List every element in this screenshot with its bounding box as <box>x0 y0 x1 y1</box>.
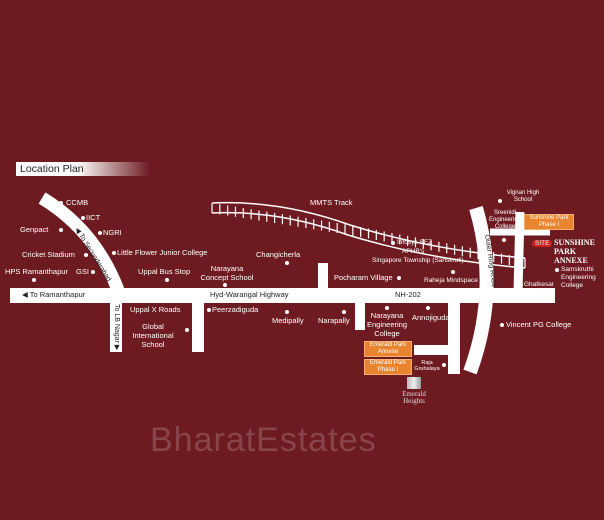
place-pocharam: Pocharam Village <box>334 273 393 282</box>
place-raheja: Raheja Mindspace SEZ <box>424 277 493 284</box>
place-dot-icon <box>519 283 523 287</box>
place-uppal-x: Uppal X Roads <box>130 305 181 314</box>
place-dot-icon <box>32 278 36 282</box>
place-dot-icon <box>223 283 227 287</box>
place-peerzadiguda: Peerzadiguda <box>212 305 259 314</box>
mmts-label: MMTS Track <box>310 198 353 207</box>
place-dot-icon <box>555 268 559 272</box>
place-ccmb: CCMB <box>66 198 89 207</box>
ghatkesar-road <box>513 211 525 293</box>
place-dot-icon <box>59 201 63 205</box>
place-sreenidi: Sreenidi Engineering College <box>488 210 522 230</box>
secunderabad-road <box>38 192 125 293</box>
place-dot-icon <box>500 323 504 327</box>
place-dot-icon <box>165 278 169 282</box>
ramanthapur-text: To Ramanthapur <box>29 290 86 299</box>
place-global: Global International School <box>132 322 174 349</box>
ramanthapur-label: ◀ To Ramanthapur <box>22 290 86 299</box>
place-dot-icon <box>98 231 102 235</box>
place-dot-icon <box>285 310 289 314</box>
lb-nagar-label: To LB Nagar ▶ <box>113 304 120 351</box>
place-dot-icon <box>451 270 455 274</box>
emerald-annexe-badge[interactable]: Emerald Park Annexe <box>364 341 412 357</box>
highway <box>10 288 555 303</box>
place-uppal-bus: Uppal Bus Stop <box>138 267 191 276</box>
nh-label: NH-202 <box>395 290 421 299</box>
emerald-heights-text: Emerald Heights <box>402 390 426 405</box>
place-narayana-concept: Narayana Concept School <box>200 264 254 282</box>
place-dot-icon <box>59 228 63 232</box>
place-vignan: Vignan High School <box>506 190 540 203</box>
place-changicherla: Changicherla <box>256 250 301 259</box>
mmts-rail-1 <box>211 201 526 259</box>
page-title: Location Plan <box>16 162 150 176</box>
emerald-road <box>414 345 458 355</box>
lb-nagar-road <box>110 300 122 352</box>
place-dot-icon <box>498 199 502 203</box>
sunshine-annexe-label[interactable]: SUNSHINE PARK ANNEXE <box>554 238 595 265</box>
place-infosys: Infosys SEZ <box>397 239 433 246</box>
sunshine-phase1-badge[interactable]: Sunshine Park Phase I <box>524 214 574 230</box>
place-dot-icon <box>391 241 395 245</box>
place-hps: HPS Ramanthapur <box>5 267 68 276</box>
place-genpact: Genpact <box>20 225 49 234</box>
place-dot-icon <box>342 310 346 314</box>
mmts-rail-2 <box>211 211 526 269</box>
place-dot-icon <box>91 270 95 274</box>
emerald-phase1-badge[interactable]: Emerald Park Phase I <box>364 359 412 375</box>
peerzadiguda-road <box>192 300 204 352</box>
place-dot-icon <box>442 363 446 367</box>
place-medipally: Medipally <box>272 316 304 325</box>
place-dot-icon <box>81 216 85 220</box>
place-samskruthi: Samskruthi Engineering College <box>561 266 596 289</box>
pocharam-road <box>318 263 328 291</box>
annojiguda-road <box>448 300 460 374</box>
mmts-track <box>211 201 526 269</box>
place-dot-icon <box>112 251 116 255</box>
place-raja: Raja Gruhalaya <box>414 360 440 372</box>
lb-nagar-text: To LB Nagar <box>113 304 120 343</box>
place-annojiguda: Annojiguda <box>412 313 450 322</box>
site-marker[interactable]: SITE <box>532 240 553 247</box>
place-aphb: APHB's <box>402 248 425 255</box>
place-dot-icon <box>207 308 211 312</box>
place-dot-icon <box>397 276 401 280</box>
narapally-road <box>355 300 365 330</box>
highway-label: Hyd-Warangal Highway <box>210 290 289 299</box>
place-dot-icon <box>502 238 506 242</box>
place-vincent: Vincent PG College <box>506 320 572 329</box>
place-narayana-eng: Narayana Engineering College <box>366 311 408 338</box>
place-dot-icon <box>385 306 389 310</box>
place-cricket: Cricket Stadium <box>22 250 75 259</box>
place-singapore: Singapore Township (Sanskruti) <box>372 257 464 264</box>
place-ghatkesar: Ghatkesar <box>524 281 554 288</box>
place-dot-icon <box>84 253 88 257</box>
place-gsi: GSI <box>76 267 89 276</box>
place-iict: IICT <box>86 213 101 222</box>
place-narapally: Narapally <box>318 316 350 325</box>
place-dot-icon <box>426 306 430 310</box>
place-dot-icon <box>185 328 189 332</box>
building-icon <box>407 377 421 389</box>
place-dot-icon <box>285 261 289 265</box>
place-little-flower: Little Flower Junior College <box>117 248 208 257</box>
place-ngri: NGRI <box>103 228 122 237</box>
emerald-heights-logo: Emerald Heights <box>396 377 432 405</box>
watermark: BharatEstates <box>150 421 377 459</box>
